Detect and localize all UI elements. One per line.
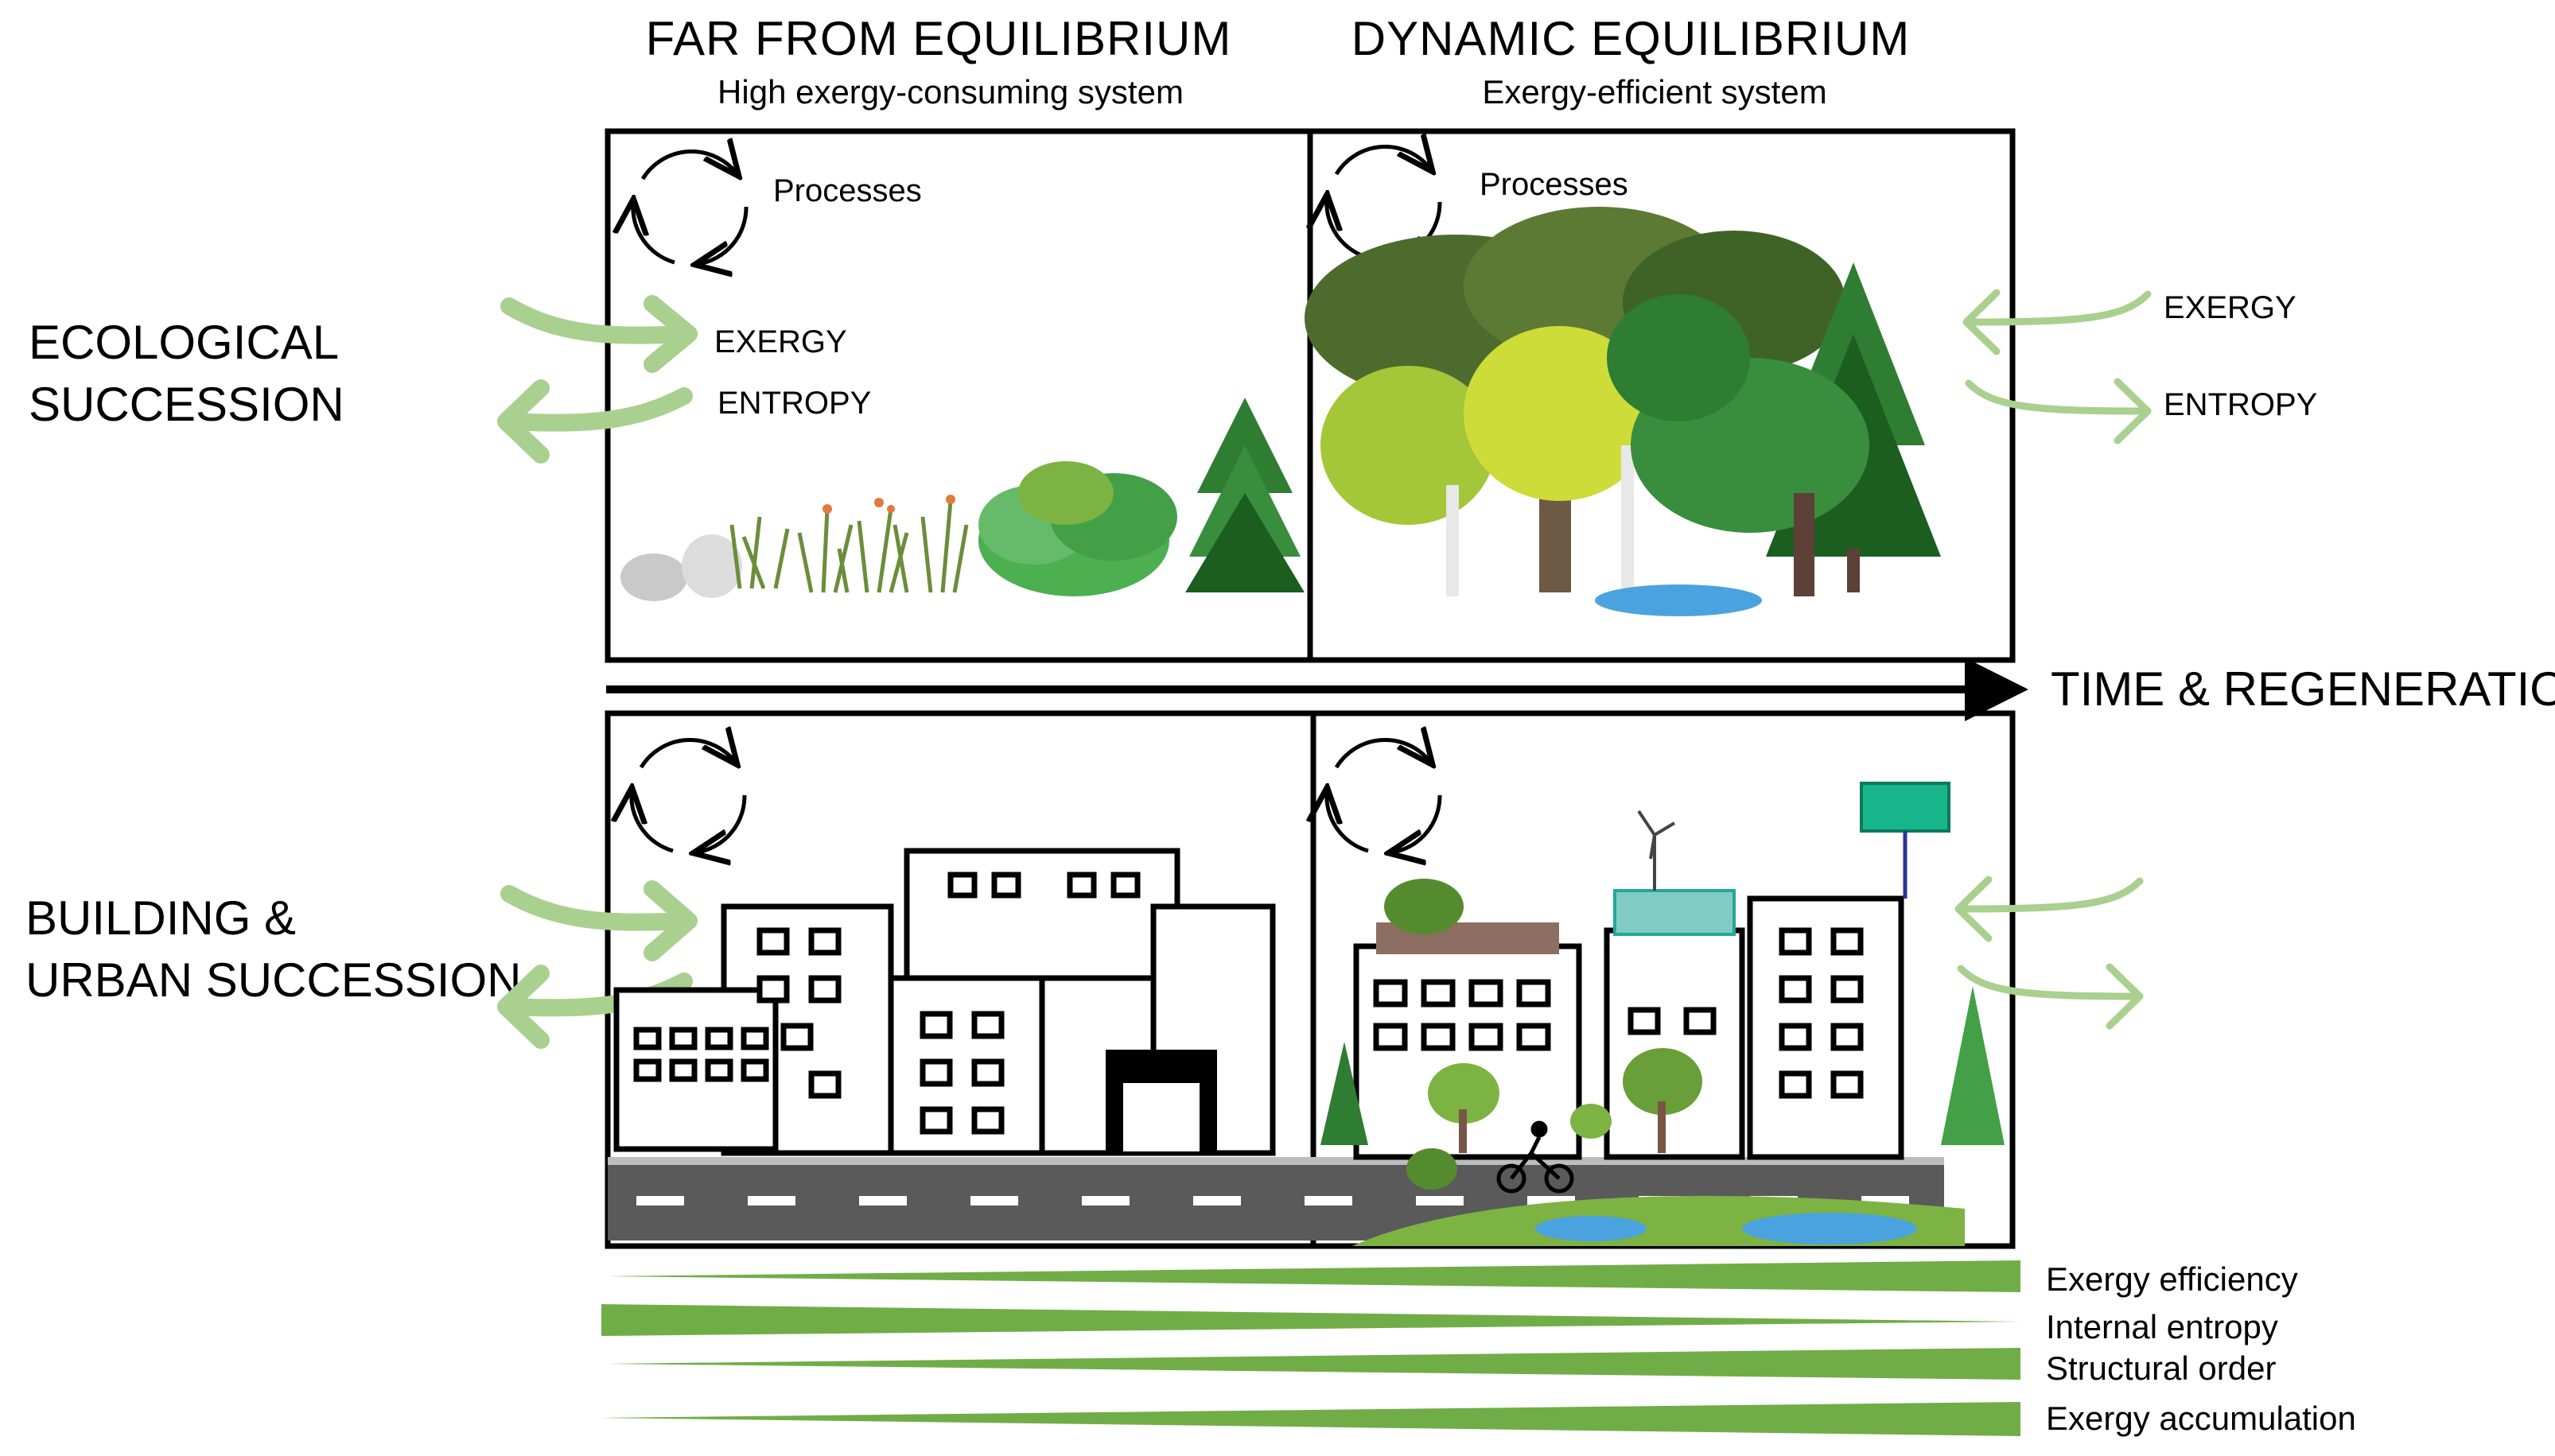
metric-wedges: [601, 1260, 2020, 1436]
urban-panel-frame: [605, 710, 2016, 1249]
rock: [682, 534, 742, 598]
left-flow-arrows: [497, 295, 698, 1049]
birch-trunk: [1446, 485, 1459, 596]
grass-clumps: [729, 500, 969, 593]
conventional-city: [613, 848, 1276, 1156]
entropy-out-arrow-right-bottom: [1957, 963, 2144, 1030]
greenhouse: [1613, 889, 1736, 936]
wedge-exergy-efficiency: [605, 1260, 2020, 1292]
exergy-in-arrow-right-bottom: [1954, 876, 2144, 942]
wedge-structural-order: [606, 1348, 2020, 1380]
exergy-label-right: EXERGY: [2164, 290, 2296, 325]
birch-crown: [1464, 326, 1655, 501]
mature-forest: [1305, 207, 1941, 616]
grass-flowers: [822, 495, 955, 514]
processes-label-top-left: Processes: [773, 173, 922, 208]
wind-turbine: [1637, 810, 1676, 891]
pond: [1535, 1216, 1647, 1241]
right-column-subtitle: Exergy-efficient system: [1482, 73, 1827, 111]
shrub: [978, 461, 1177, 596]
wedge-exergy-accumulation: [601, 1402, 2020, 1436]
urban-succession-label: BUILDING & URBAN SUCCESSION: [25, 891, 522, 1007]
cycle-icon: [1327, 740, 1442, 852]
exergy-in-arrow-bottom: [500, 880, 698, 961]
metric-label: Exergy accumulation: [2046, 1400, 2356, 1437]
street-trees: [1320, 986, 2005, 1190]
young-conifer: [1185, 398, 1305, 592]
left-column-title: FAR FROM EQUILIBRIUM: [645, 12, 1232, 65]
pond: [1742, 1213, 1917, 1244]
left-column-subtitle: High exergy-consuming system: [718, 73, 1184, 111]
ecological-succession-label: ECOLOGICAL SUCCESSION: [29, 316, 344, 431]
metric-label: Exergy efficiency: [2046, 1260, 2298, 1298]
pond: [1595, 584, 1762, 616]
rock: [620, 553, 687, 601]
cycle-icon: [632, 740, 747, 852]
process-cycle-icons: [632, 147, 1442, 852]
entropy-out-arrow-right-top: [1965, 378, 2152, 445]
entropy-out-arrow-top: [497, 379, 693, 464]
exergy-label-left: EXERGY: [714, 324, 847, 359]
entropy-label-left: ENTROPY: [718, 386, 872, 421]
windows: [633, 872, 1141, 1135]
windows: [1373, 927, 1864, 1099]
right-flow-arrows: [1954, 289, 2152, 1030]
early-succession-vegetation: [620, 398, 1305, 601]
metric-label: Structural order: [2046, 1349, 2277, 1387]
right-column-title: DYNAMIC EQUILIBRIUM: [1351, 12, 1911, 65]
wedge-internal-entropy: [601, 1304, 2020, 1336]
solar-panel: [1860, 782, 1950, 833]
exergy-in-arrow-right-top: [1962, 289, 2152, 355]
entropy-label-right: ENTROPY: [2164, 387, 2318, 422]
cycle-icon: [633, 152, 749, 264]
processes-label-top-right: Processes: [1480, 167, 1628, 202]
time-regeneration-label: TIME & REGENERATION: [2051, 662, 2555, 716]
cyclist: [1496, 1120, 1574, 1194]
metric-label: Internal entropy: [2046, 1308, 2278, 1345]
regenerative-city: [1320, 782, 2005, 1246]
birch-trunk: [1621, 445, 1634, 588]
exergy-in-arrow-top: [500, 295, 698, 373]
